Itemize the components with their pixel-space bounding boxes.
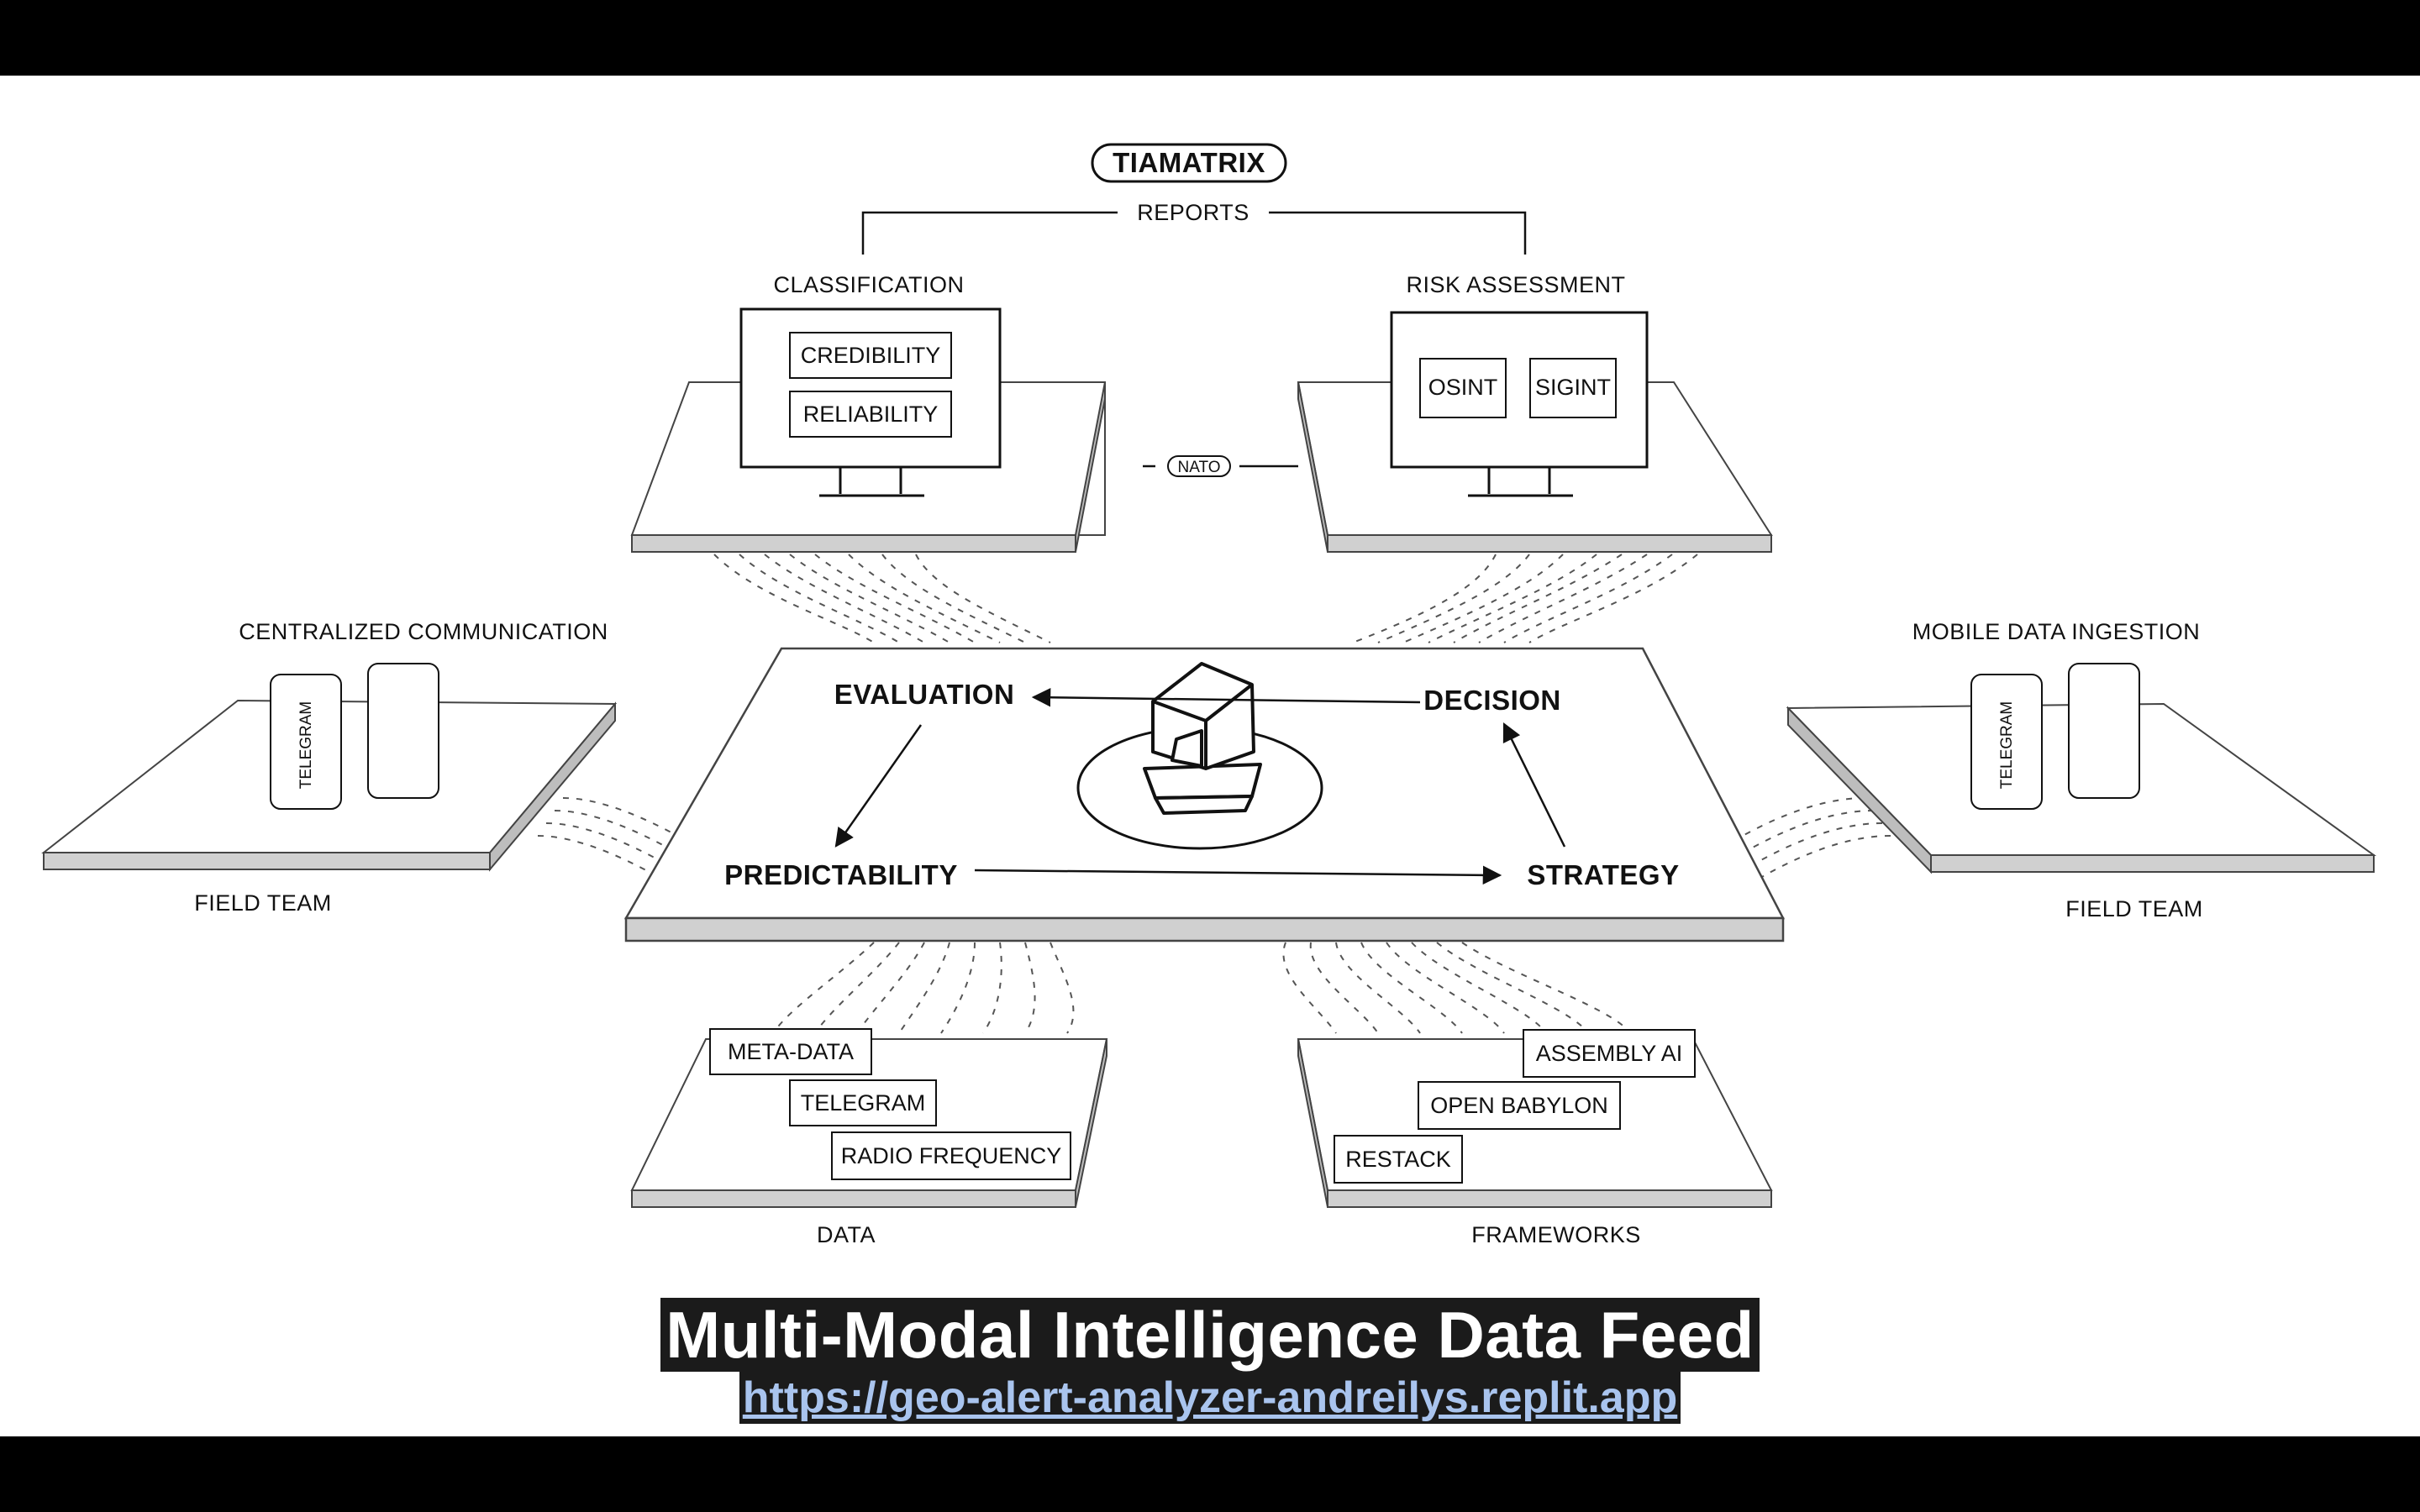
- risk-assessment-panel: RISK ASSESSMENT OSINT SIGINT: [1297, 272, 1773, 553]
- letterbox-top: [0, 0, 2420, 76]
- cycle-arrows: [834, 688, 1566, 885]
- credibility-label: CREDIBILITY: [801, 343, 941, 368]
- phone-right: [2068, 663, 2140, 799]
- mobile-data-ingestion-label: MOBILE DATA INGESTION: [1912, 619, 2201, 644]
- caption-title-wrap: Multi-Modal Intelligence Data Feed: [0, 1298, 2420, 1372]
- reliability-label: RELIABILITY: [803, 402, 939, 427]
- credibility-box: [789, 332, 952, 379]
- field-team-left-label: FIELD TEAM: [194, 890, 332, 916]
- nato-link: NATO: [1143, 455, 1298, 477]
- dashed-flows: [537, 554, 1891, 1034]
- data-panel: META-DATA TELEGRAM RADIO FREQUENCY DATA: [630, 1028, 1108, 1247]
- phone-left: [367, 663, 439, 799]
- sigint-box: [1529, 358, 1617, 418]
- letterbox-bottom: [0, 1436, 2420, 1512]
- assembly-ai-label: ASSEMBLY AI: [1536, 1041, 1683, 1066]
- evaluation-label: EVALUATION: [834, 679, 1015, 710]
- right-field-team-panel: MOBILE DATA INGESTION TELEGRAM FIELD TEA…: [1786, 619, 2377, 921]
- caption-url-link[interactable]: https://geo-alert-analyzer-andreilys.rep…: [739, 1372, 1681, 1424]
- assembly-ai-box: [1523, 1029, 1696, 1078]
- ai-core-icon: [1143, 662, 1262, 815]
- reliability-box: [789, 391, 952, 438]
- classification-panel: CLASSIFICATION CREDIBILITY RELIABILITY: [630, 272, 1106, 553]
- restack-box: [1334, 1135, 1463, 1184]
- predictability-label: PREDICTABILITY: [724, 859, 958, 890]
- brand-label: TIAMATRIX: [1113, 147, 1265, 178]
- reports-label: REPORTS: [1137, 200, 1249, 225]
- reports-bracket: [861, 211, 1527, 255]
- left-field-team-panel: CENTRALIZED COMMUNICATION TELEGRAM FIELD…: [41, 619, 618, 916]
- caption-link-wrap: https://geo-alert-analyzer-andreilys.rep…: [0, 1372, 2420, 1424]
- decision-label: DECISION: [1423, 685, 1561, 716]
- telegram-source-label: TELEGRAM: [801, 1090, 926, 1116]
- brand-pill: [1091, 143, 1287, 183]
- data-label: DATA: [817, 1222, 876, 1247]
- frameworks-label: FRAMEWORKS: [1471, 1222, 1641, 1247]
- central-cycle-panel: EVALUATION DECISION PREDICTABILITY STRAT…: [623, 647, 1786, 942]
- telegram-phone-right-label: TELEGRAM: [1998, 701, 2016, 790]
- centralized-communication-label: CENTRALIZED COMMUNICATION: [239, 619, 608, 644]
- telegram-source-box: [789, 1079, 937, 1126]
- open-babylon-label: OPEN BABYLON: [1430, 1093, 1608, 1118]
- strategy-label: STRATEGY: [1527, 859, 1679, 890]
- telegram-phone-right: [1970, 674, 2043, 810]
- osint-box: [1419, 358, 1507, 418]
- classification-label: CLASSIFICATION: [773, 272, 964, 297]
- meta-data-box: [709, 1028, 872, 1075]
- sigint-label: SIGINT: [1535, 375, 1611, 400]
- meta-data-label: META-DATA: [728, 1039, 854, 1064]
- nato-label: NATO: [1177, 459, 1220, 476]
- telegram-phone-left: [270, 674, 342, 810]
- osint-label: OSINT: [1428, 375, 1498, 400]
- open-babylon-box: [1418, 1081, 1621, 1130]
- field-team-right-label: FIELD TEAM: [2065, 896, 2203, 921]
- radio-frequency-label: RADIO FREQUENCY: [841, 1143, 1062, 1168]
- reports-header: TIAMATRIX REPORTS: [861, 143, 1527, 255]
- restack-label: RESTACK: [1345, 1147, 1451, 1172]
- frameworks-panel: ASSEMBLY AI OPEN BABYLON RESTACK FRAMEWO…: [1297, 1029, 1773, 1247]
- caption-title: Multi-Modal Intelligence Data Feed: [660, 1298, 1760, 1372]
- radio-frequency-box: [831, 1131, 1071, 1180]
- telegram-phone-left-label: TELEGRAM: [297, 701, 315, 790]
- risk-assessment-label: RISK ASSESSMENT: [1406, 272, 1625, 297]
